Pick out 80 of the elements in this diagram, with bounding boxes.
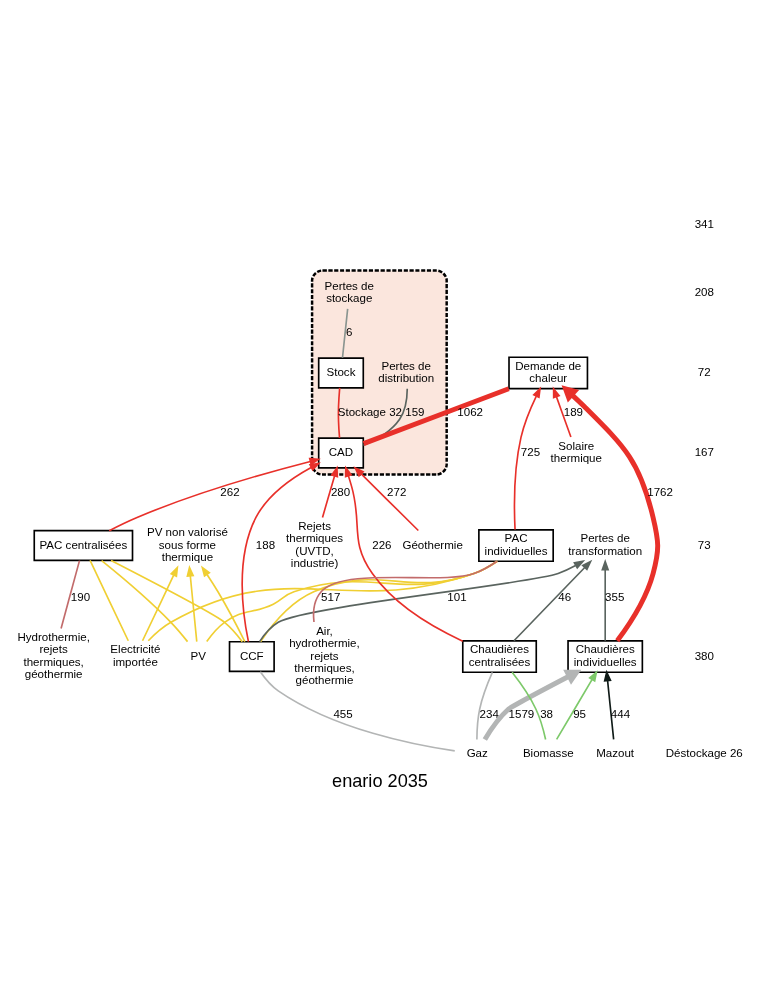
node-text: Pertes de stockage [324,279,374,304]
edge-label: 1762 [647,485,673,498]
label: 208 [694,285,714,298]
arrow [241,461,321,642]
connector [205,559,498,642]
edge-label: 1579 [508,707,535,720]
arrow [258,559,586,642]
edge-label: 1062 [457,405,484,418]
node-box: Chaudières centralisées [461,639,538,673]
label: Déstockage 26 [665,746,743,759]
label: 72 [697,365,711,378]
arrow [344,465,464,642]
connector [337,386,341,439]
node-text: Solaire thermique [550,439,602,464]
edge-label: 101 [447,590,467,603]
node-box: Stock [317,356,365,389]
node-text: Gaz [466,746,488,759]
edge-label: 262 [220,485,240,498]
connector [147,560,498,642]
edge-label: 38 [540,707,553,720]
arrow [601,558,610,642]
arrow [555,669,598,740]
node-text: Géothermie [402,538,463,551]
arrow [186,564,198,642]
label: 73 [697,538,711,551]
connector [89,559,130,642]
node-text: Biomasse [522,746,574,759]
edge-label: 6 [346,325,353,338]
edge-label: 188 [255,538,276,551]
node-text: Pertes de distribution [378,359,435,384]
edge-label: 189 [563,405,584,418]
edge-label: 46 [558,590,572,603]
node-text: Air, hydrothermie, rejets thermiques, géothermie [289,624,360,686]
node-text: PV [190,649,206,662]
node-text: PV non valorisé sous forme thermique [146,525,228,563]
node-box: CAD [317,436,365,469]
edge-label: 159 [405,405,425,418]
arrow [321,465,339,518]
connector [60,559,81,629]
node-text: Rejets thermiques (UVTD, industrie) [286,519,344,569]
connector [259,559,498,642]
arrow [482,669,582,741]
node-text: Electricité importée [110,642,161,668]
edge-label: 455 [333,707,353,720]
arrow [603,669,615,740]
connector [511,671,547,740]
node-box: CCF [228,640,275,672]
arrow [513,559,593,642]
edge-label: 280 [330,485,351,498]
edge-label: 517 [321,590,341,603]
node-text: Mazout [596,746,635,759]
arrow [108,457,321,531]
edge-label: 226 [372,538,392,551]
label: 341 [694,217,714,230]
label: 167 [694,445,714,458]
connector [100,559,189,642]
arrow [513,385,542,530]
connector [476,671,494,740]
arrow [200,564,246,642]
diagram-title: enario 2035 [332,770,428,791]
edge-label: 272 [387,485,407,498]
arrow [353,465,420,531]
node-text: Pertes de transformation [568,531,643,557]
edge-label: 95 [573,707,587,720]
edge-label: 190 [70,590,91,603]
arrow [552,386,572,438]
label: 380 [694,649,714,662]
edge-label: 725 [520,445,541,458]
connector [110,559,244,642]
node-text: Hydrothermie, rejets thermiques, géothermie [17,630,90,680]
arrow [141,564,179,642]
connector [312,559,498,623]
node-box: Chaudières individuelles [567,639,644,673]
node-box: PAC individuelles [478,528,554,562]
edge-label: 234 [479,707,499,720]
connector [259,670,456,752]
node-box: PAC centralisées [33,529,134,561]
arrow [561,384,661,642]
connector [341,307,349,359]
node-box: Demande de chaleur [508,355,589,389]
